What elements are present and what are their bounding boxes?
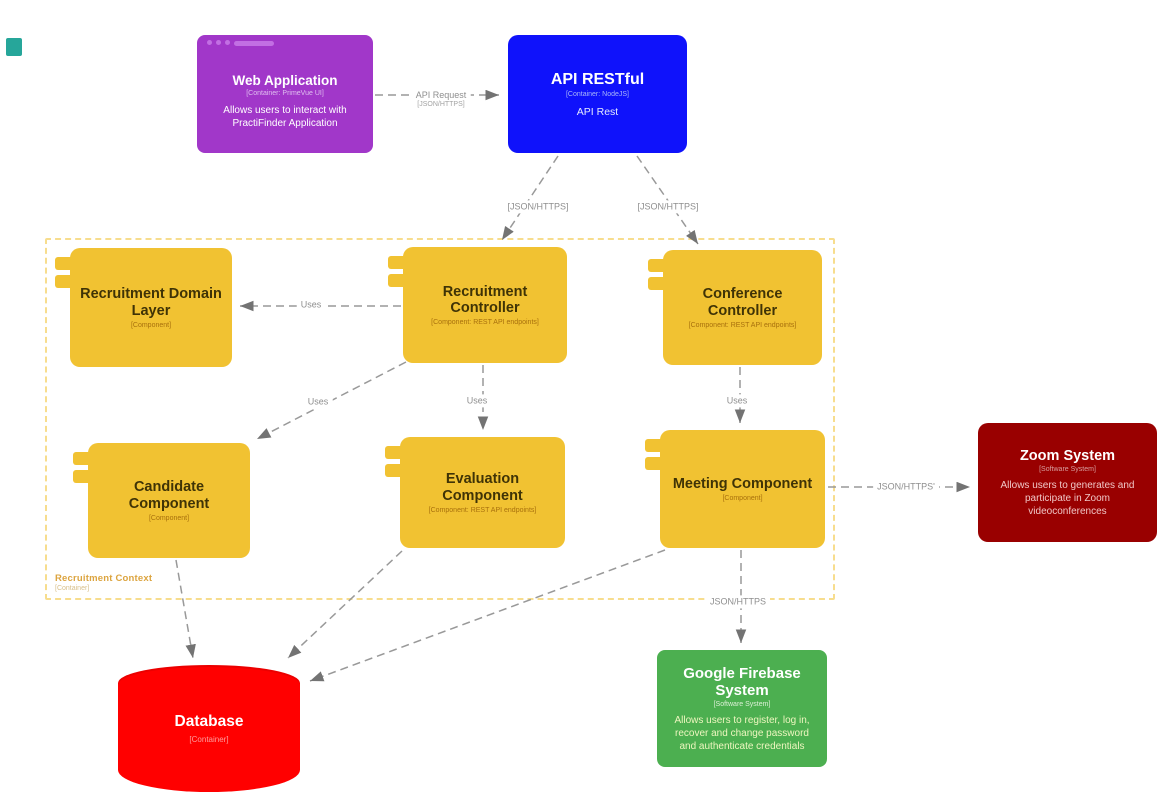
component-tab-icon [73, 470, 104, 483]
node-recruitment-controller: Recruitment Controller [Component: REST … [388, 247, 567, 363]
edge-label-api-to-conference: [JSON/HTTPS] [633, 200, 703, 214]
node-description: Allows users to register, log in, recove… [674, 714, 810, 752]
node-title: Conference Controller [702, 286, 783, 319]
node-title: Meeting Component [672, 475, 813, 492]
node-title: Candidate Component [128, 479, 210, 512]
component-tab-icon [388, 256, 419, 269]
node-conference-controller: Conference Controller [Component: REST A… [648, 250, 822, 365]
browser-dot-icon [225, 40, 230, 45]
node-title: Database [174, 713, 244, 730]
node-title: Recruitment Domain Layer [80, 286, 222, 319]
node-subtitle: [Container: NodeJS] [565, 90, 630, 98]
node-database: Database [Container] [118, 665, 300, 792]
boundary-title: Recruitment Context [55, 573, 153, 584]
component-tab-icon [648, 277, 679, 290]
node-title: Evaluation Component [442, 471, 523, 504]
component-tab-icon [645, 439, 676, 452]
node-subtitle: [Component: REST API endpoints] [428, 506, 537, 514]
browser-addressbar-icon [234, 41, 274, 46]
component-tab-icon [55, 275, 86, 288]
node-description: Allows users to generates and participat… [1000, 479, 1135, 517]
node-web-application: Web Application [Container: PrimeVue UI]… [197, 35, 373, 153]
node-title: API RESTful [550, 70, 645, 88]
node-description: API Rest [576, 105, 619, 118]
node-evaluation-component: Evaluation Component [Component: REST AP… [385, 437, 565, 548]
component-tab-icon [385, 446, 416, 459]
component-tab-icon [55, 257, 86, 270]
component-tab-icon [73, 452, 104, 465]
edge-label-uses-evaluation: Uses [462, 394, 492, 408]
database-cylinder-top [118, 665, 300, 701]
browser-chrome [197, 35, 373, 51]
node-meeting-component: Meeting Component [Component] [645, 430, 825, 548]
node-subtitle: [Component] [130, 321, 172, 329]
edge-sublabel-text: [JSON/HTTPS] [417, 101, 465, 109]
node-subtitle: [Container] [189, 735, 229, 744]
node-description: Allows users to interact with PractiFind… [223, 104, 347, 129]
component-tab-icon [385, 464, 416, 477]
node-zoom-system: Zoom System [Software System] Allows use… [978, 423, 1157, 542]
edge-label-text: API Request [415, 90, 467, 100]
edge-label-uses-domain: Uses [296, 298, 326, 312]
edge-label-uses-candidate: Uses [303, 395, 333, 409]
node-subtitle: [Component] [722, 495, 763, 503]
node-candidate-component: Candidate Component [Component] [73, 443, 250, 558]
node-subtitle: [Container: PrimeVue UI] [246, 89, 324, 97]
edge-label-api-to-recruitment: [JSON/HTTPS] [503, 200, 573, 214]
node-subtitle: [Component: REST API endpoints] [688, 321, 797, 329]
edge-label-meeting-to-zoom: JSON/HTTPS' [873, 480, 939, 494]
node-title: Web Application [232, 72, 338, 88]
edge-label-meeting-to-firebase: JSON/HTTPS [705, 595, 771, 609]
node-api-restful: API RESTful [Container: NodeJS] API Rest [508, 35, 687, 153]
node-title: Google Firebase System [683, 664, 801, 699]
browser-dot-icon [207, 40, 212, 45]
edge-label-web-to-api: API Request [JSON/HTTPS] [411, 89, 471, 111]
boundary-subtitle: [Container] [55, 585, 90, 592]
node-subtitle: [Software System] [1039, 465, 1096, 473]
database-text: Database [Container] [118, 665, 300, 792]
component-tab-icon [645, 457, 676, 470]
node-recruitment-domain-layer: Recruitment Domain Layer [Component] [55, 248, 232, 367]
edge-label-uses-meeting: Uses [722, 394, 752, 408]
node-google-firebase-system: Google Firebase System [Software System]… [657, 650, 827, 767]
node-title: Recruitment Controller [442, 283, 528, 316]
boundary-label: Recruitment Context [Container] [55, 573, 152, 592]
node-subtitle: [Component] [148, 514, 190, 522]
node-subtitle: [Software System] [713, 700, 771, 708]
edge-api-to-recruitment-controller [501, 155, 559, 241]
component-tab-icon [648, 259, 679, 272]
browser-dot-icon [216, 40, 221, 45]
clipped-node-fragment [6, 38, 22, 56]
database-cylinder-body [118, 683, 300, 792]
node-title: Zoom System [1019, 447, 1116, 464]
component-tab-icon [388, 274, 419, 287]
node-subtitle: [Component: REST API endpoints] [431, 319, 539, 327]
